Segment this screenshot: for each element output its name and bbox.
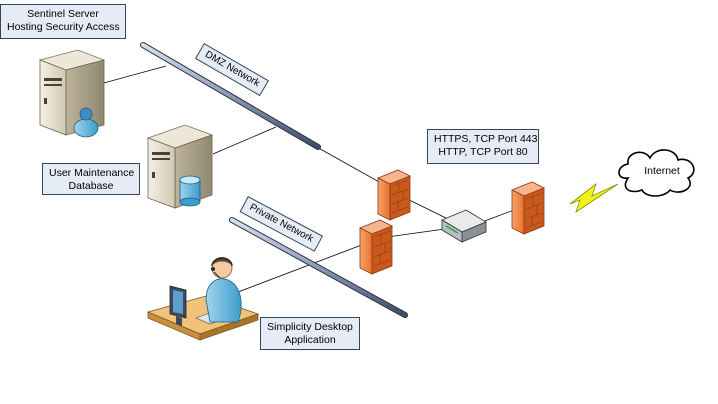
private-network-bar (229, 217, 408, 318)
firewall-icon (511, 181, 545, 235)
simplicity-label-line2: Application (284, 334, 336, 346)
simplicity-label-line1: Simplicity Desktop (267, 321, 353, 333)
internet-label: Internet (644, 165, 680, 177)
sentinel-server-icon (38, 49, 106, 136)
sentinel-server-label: Sentinel Server Hosting Security Access (0, 4, 126, 39)
ports-label-line1: HTTPS, TCP Port 443 (434, 133, 538, 145)
lightning-icon (569, 182, 619, 213)
sentinel-server-label-line2: Hosting Security Access (7, 21, 120, 33)
ports-label-line2: HTTP, TCP Port 80 (438, 146, 528, 158)
firewall-icon (377, 169, 411, 221)
firewall-icon (359, 219, 393, 275)
router-icon (441, 209, 487, 243)
user-icon (73, 107, 99, 138)
database-icon (179, 175, 201, 207)
user-db-label-line1: User Maintenance (49, 167, 135, 179)
workstation-user-icon (146, 257, 260, 341)
user-db-label-line2: Database (68, 180, 114, 192)
user-maintenance-database-label: User Maintenance Database (42, 163, 140, 195)
cloud-icon (618, 149, 695, 197)
simplicity-desktop-label: Simplicity Desktop Application (260, 317, 360, 350)
sentinel-server-label-line1: Sentinel Server (27, 8, 99, 20)
ports-label: HTTPS, TCP Port 443 HTTP, TCP Port 80 (427, 129, 539, 164)
dmz-network-bar (140, 42, 321, 150)
